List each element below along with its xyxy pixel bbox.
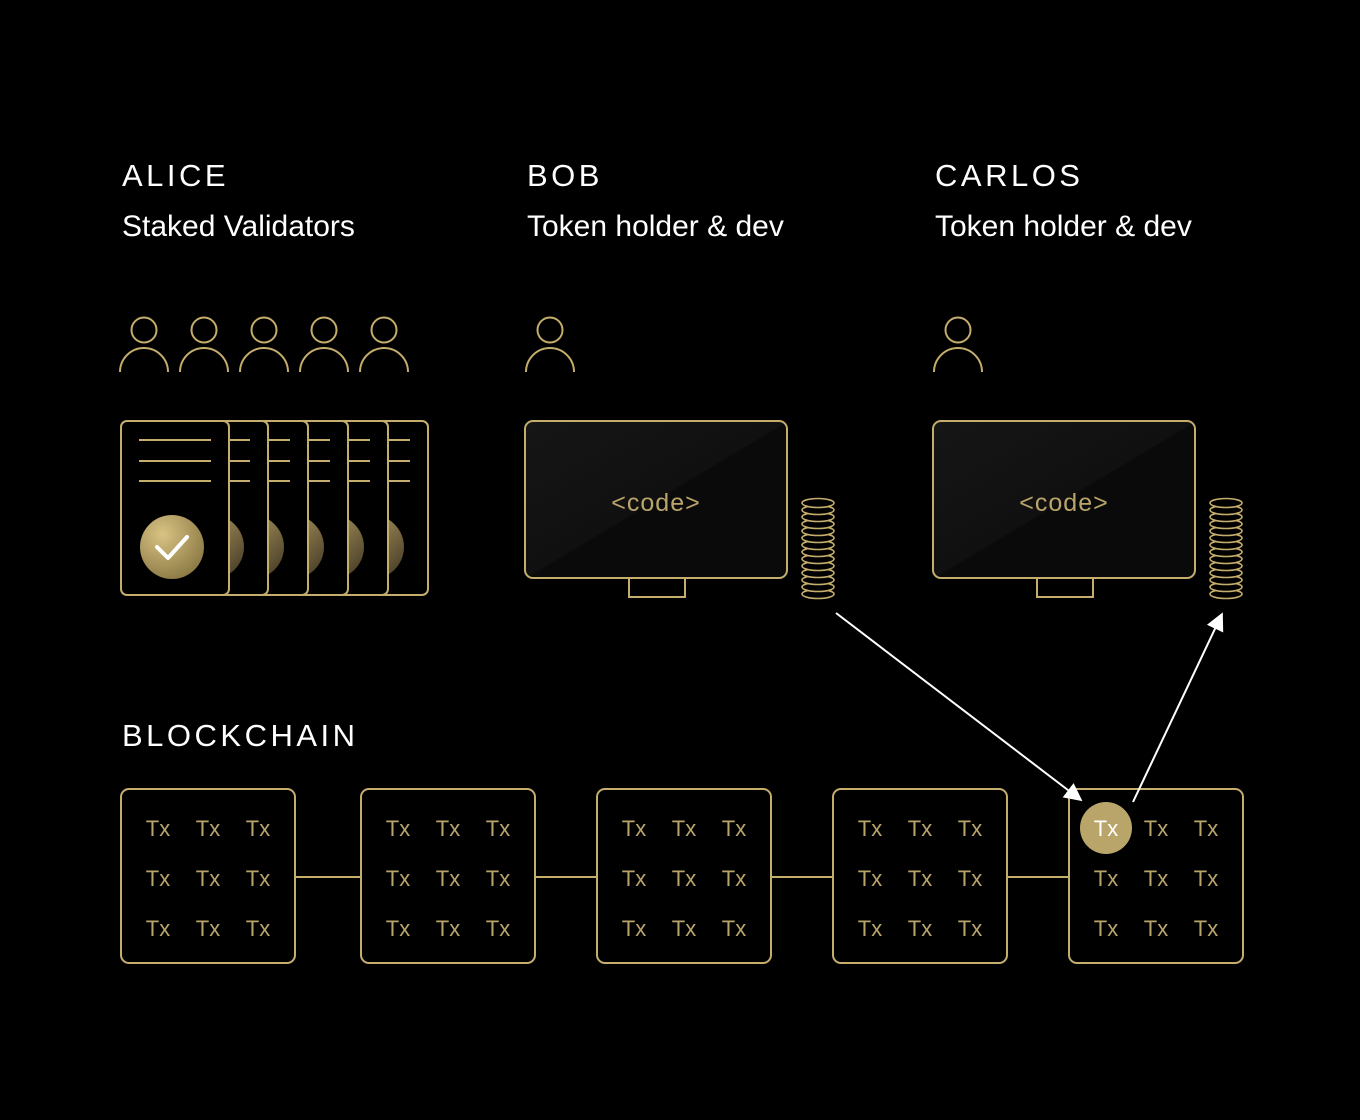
coin — [801, 497, 835, 509]
tx-label: Tx — [436, 916, 460, 941]
blockchain-title: BLOCKCHAIN — [122, 718, 359, 753]
document-card-front — [120, 420, 230, 596]
block-frame — [832, 788, 1008, 964]
person-icon — [299, 316, 349, 373]
bob-person-icon — [525, 316, 575, 373]
tx-label: Tx — [146, 816, 170, 841]
validator-cards — [120, 420, 429, 596]
carlos-code-label: <code> — [1019, 489, 1108, 517]
tx-label: Tx — [1144, 816, 1168, 841]
tx-label: Tx — [486, 816, 510, 841]
block-frame — [120, 788, 296, 964]
block-frame — [360, 788, 536, 964]
actor-alice-name: ALICE — [122, 158, 229, 193]
person-icon — [119, 316, 169, 373]
tx-label: Tx — [1194, 816, 1218, 841]
carlos-coin-stack-icon — [1209, 497, 1243, 600]
arrow-icon — [1132, 612, 1224, 803]
tx-label: Tx — [196, 916, 220, 941]
tx-label: Tx — [858, 916, 882, 941]
tx-label: Tx — [622, 816, 646, 841]
actor-bob-role: Token holder & dev — [527, 210, 784, 243]
actor-carlos-role: Token holder & dev — [935, 210, 1192, 243]
tx-label: Tx — [386, 866, 410, 891]
actor-carlos-name: CARLOS — [935, 158, 1083, 193]
tx-label: Tx — [958, 866, 982, 891]
actor-bob-name: BOB — [527, 158, 603, 193]
tx-label: Tx — [436, 866, 460, 891]
carlos-monitor-icon: <code> — [932, 420, 1196, 598]
tx-label: Tx — [386, 916, 410, 941]
carlos-person-icon — [933, 316, 983, 373]
person-icon — [359, 316, 409, 373]
tx-label: Tx — [622, 916, 646, 941]
tx-label: Tx — [622, 866, 646, 891]
tx-label: Tx — [146, 916, 170, 941]
tx-highlight — [1080, 802, 1132, 854]
tx-label: Tx — [1094, 916, 1118, 941]
coin — [1209, 497, 1243, 509]
tx-label: Tx — [858, 866, 882, 891]
tx-label: Tx — [908, 916, 932, 941]
tx-label: Tx — [672, 866, 696, 891]
validators-people — [119, 316, 409, 373]
tx-label: Tx — [858, 816, 882, 841]
block-frame — [596, 788, 772, 964]
tx-label: Tx — [908, 866, 932, 891]
tx-label: Tx — [1194, 866, 1218, 891]
tx-label: Tx — [246, 816, 270, 841]
person-icon — [179, 316, 229, 373]
tx-label: Tx — [246, 866, 270, 891]
tx-highlighted: Tx — [1094, 816, 1118, 841]
tx-label: Tx — [386, 816, 410, 841]
tx-label: Tx — [196, 816, 220, 841]
tx-label: Tx — [1194, 916, 1218, 941]
tx-label: Tx — [958, 816, 982, 841]
tx-label: Tx — [722, 816, 746, 841]
tx-label: Tx — [486, 866, 510, 891]
tx-label: Tx — [1094, 866, 1118, 891]
bob-monitor-icon: <code> — [524, 420, 788, 598]
tx-label: Tx — [958, 916, 982, 941]
bob-coin-stack-icon — [801, 497, 835, 600]
tx-label: Tx — [908, 816, 932, 841]
tx-label: Tx — [1144, 866, 1168, 891]
tx-label: Tx — [1144, 916, 1168, 941]
tx-label: Tx — [722, 916, 746, 941]
tx-label: Tx — [246, 916, 270, 941]
tx-label: Tx — [146, 866, 170, 891]
tx-label: Tx — [436, 816, 460, 841]
tx-label: Tx — [672, 916, 696, 941]
checkmark-icon — [155, 535, 189, 560]
tx-label: Tx — [196, 866, 220, 891]
tx-label: Tx — [672, 816, 696, 841]
arrow-icon — [835, 612, 1083, 802]
bob-code-label: <code> — [611, 489, 700, 517]
actor-alice-role: Staked Validators — [122, 210, 355, 243]
person-icon — [239, 316, 289, 373]
tx-label: Tx — [722, 866, 746, 891]
tx-label: Tx — [486, 916, 510, 941]
